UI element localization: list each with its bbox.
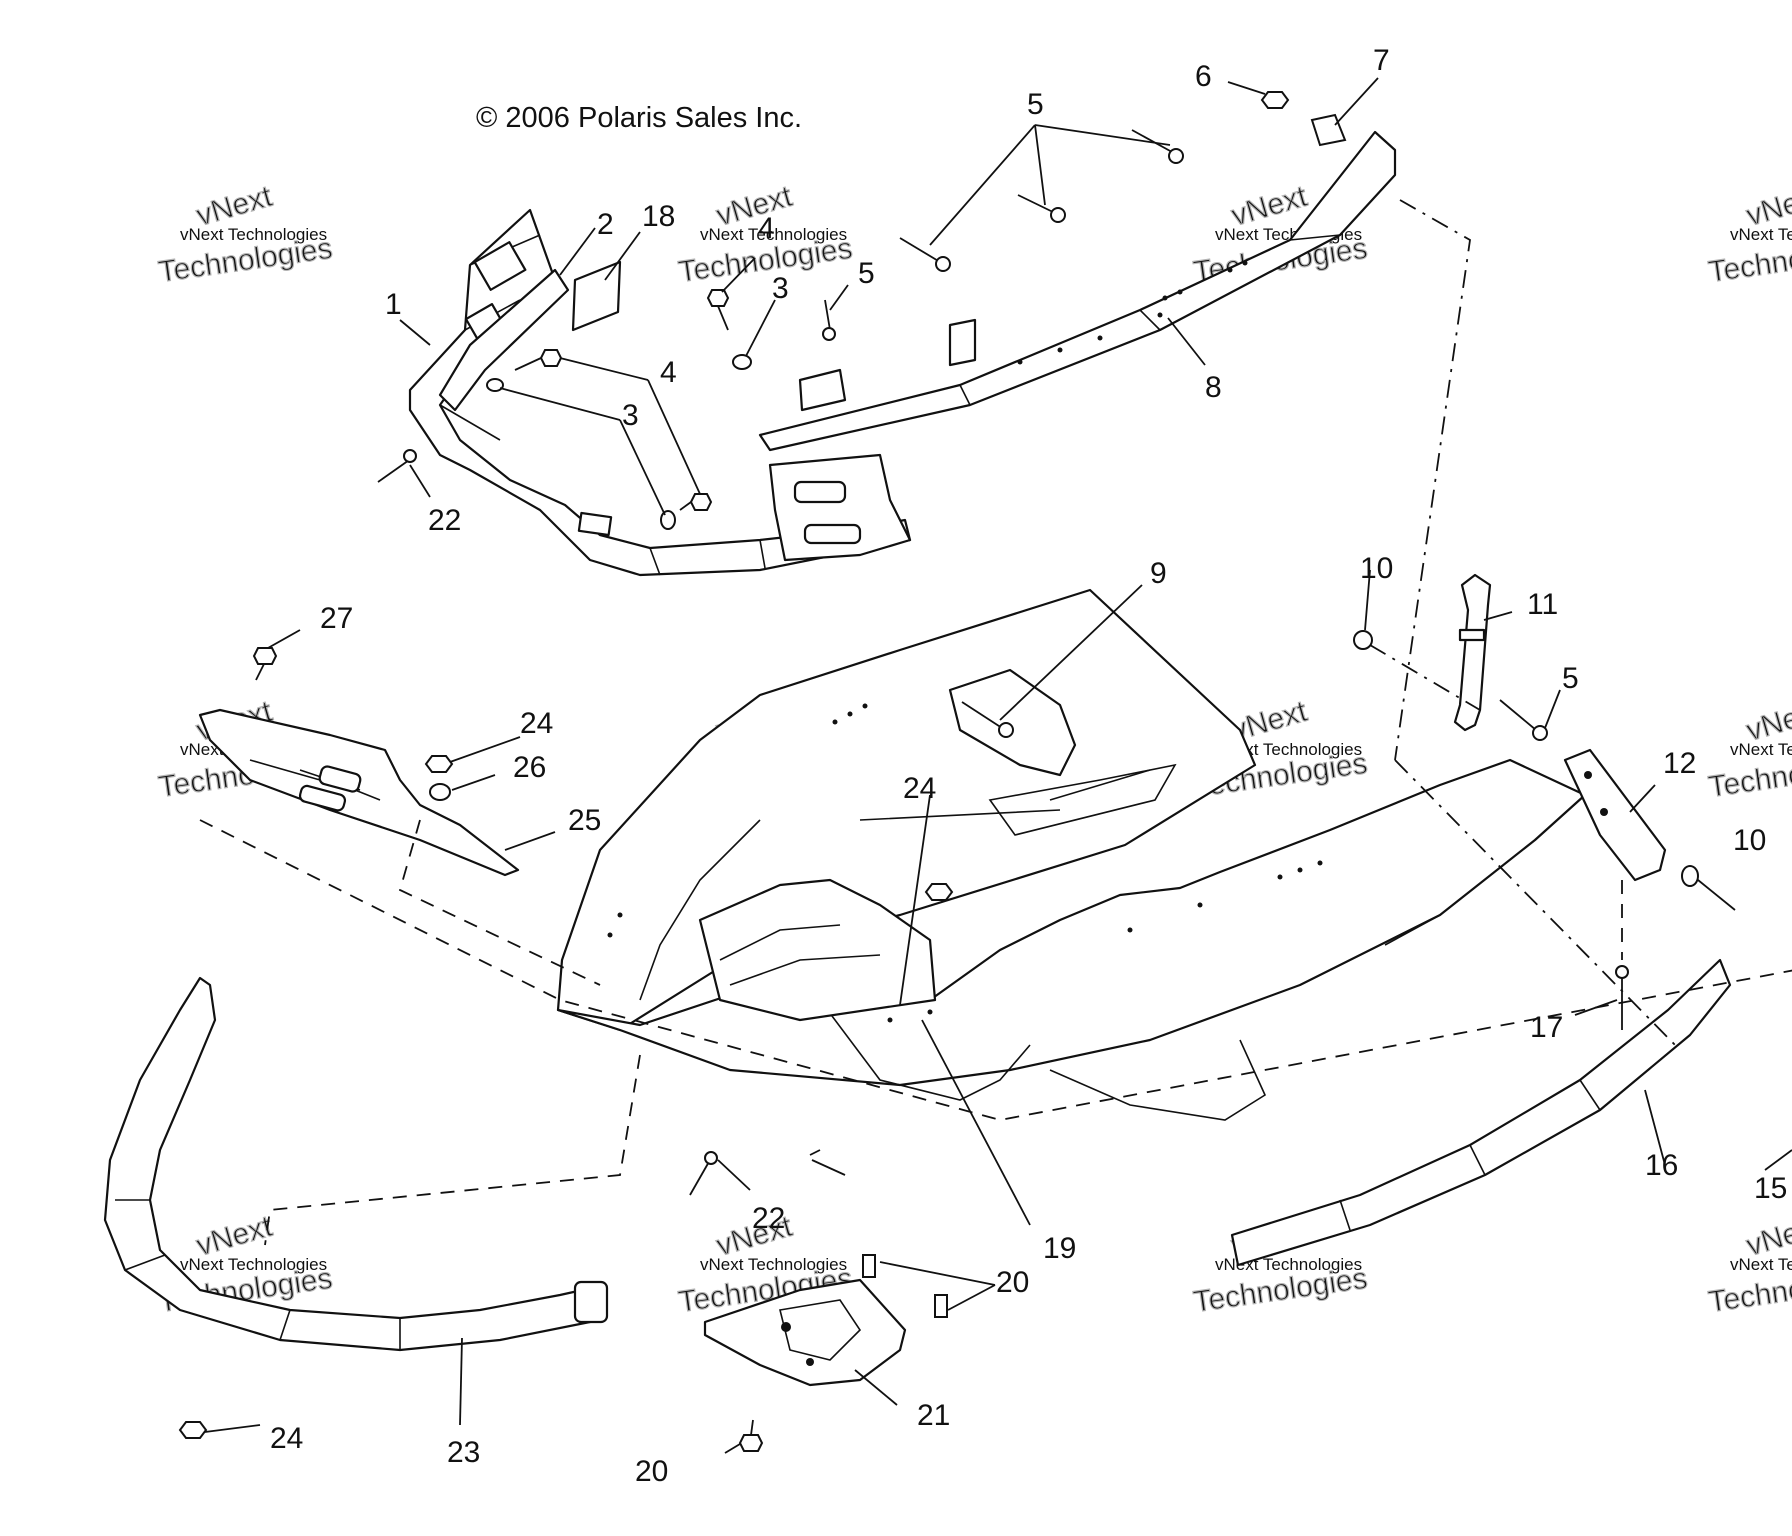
bolt-4-upper [706, 289, 730, 331]
svg-text:vNext Technologies: vNext Technologies [1730, 1255, 1792, 1274]
callout-5-top: 5 [1027, 88, 1044, 121]
part-23-lower-bumper [103, 976, 609, 1352]
callout-11: 11 [1527, 588, 1558, 621]
part-10-plug-upper [1353, 630, 1373, 650]
watermark-tile: vNext vNext Technologies Technologies [1706, 694, 1792, 804]
part-2-bumper-strip [438, 268, 570, 412]
part-20-stud-upper [862, 1254, 948, 1318]
svg-text:vNext Technologies: vNext Technologies [1730, 225, 1792, 244]
callout-2: 2 [597, 208, 614, 241]
callout-27: 27 [320, 602, 353, 635]
callout-16: 16 [1645, 1149, 1678, 1182]
part-11-strap [1453, 573, 1492, 732]
callout-3-lower: 3 [622, 399, 639, 432]
callout-23: 23 [447, 1436, 480, 1469]
callout-24-bottom: 24 [270, 1422, 303, 1455]
callout-12: 12 [1663, 747, 1696, 780]
part-8-crossbar [758, 130, 1397, 452]
part-18-decal [571, 260, 622, 332]
callout-labels: 1 2 18 4 3 5 4 3 22 5 6 7 8 9 10 11 5 12… [270, 44, 1787, 1488]
callout-3-upper: 3 [772, 272, 789, 305]
screw-9-hood [961, 701, 1014, 738]
callout-9: 9 [1150, 557, 1167, 590]
callout-21: 21 [917, 1399, 950, 1432]
pin-22-upper [377, 449, 417, 483]
screw-5-crossbar-2 [1017, 194, 1066, 223]
part-17-pin [1615, 965, 1629, 1030]
callout-24-center: 24 [903, 772, 936, 805]
callout-20-upper: 20 [996, 1266, 1029, 1299]
copyright-notice: © 2006 Polaris Sales Inc. [476, 102, 802, 134]
svg-text:vNext Technologies: vNext Technologies [700, 1255, 847, 1274]
callout-10-upper: 10 [1360, 552, 1393, 585]
leader-lines [204, 77, 1792, 1454]
callout-4-lower: 4 [660, 356, 677, 389]
assembly-lines [199, 199, 1792, 1246]
part-bracket-mount [768, 453, 912, 562]
callout-1: 1 [385, 288, 402, 321]
part-25-skid-plate [198, 708, 520, 877]
svg-text:vNext Technologies: vNext Technologies [1215, 740, 1362, 759]
part-24-nut-bottom [178, 1421, 208, 1439]
callout-15: 15 [1754, 1172, 1787, 1205]
part-27-bolt [252, 647, 278, 681]
svg-text:vNext Technologies: vNext Technologies [1730, 740, 1792, 759]
watermark-tile: vNext vNext Technologies Technologies [156, 179, 335, 289]
callout-24-left: 24 [520, 707, 553, 740]
part-22-pin-lower [689, 1151, 718, 1196]
part-24-nut-left [424, 755, 454, 773]
callout-18: 18 [642, 200, 675, 233]
part-21-skid-plate [703, 1278, 907, 1387]
watermark-tile: vNext vNext Technologies Technologies [1706, 179, 1792, 289]
part-10-plug-lower [1681, 865, 1736, 911]
svg-text:vNext Technologies: vNext Technologies [180, 225, 327, 244]
bolt-4-lower [514, 349, 713, 511]
callout-25: 25 [568, 804, 601, 837]
screw-5-crossbar-3 [899, 237, 951, 272]
part-12-bracket [1563, 748, 1667, 882]
screw-5-right [1499, 699, 1548, 741]
part-26-washer [429, 783, 451, 801]
callout-5-upper-left: 5 [858, 257, 875, 290]
screw-5-crossbar-1 [1131, 129, 1184, 164]
callout-20-lower: 20 [635, 1455, 668, 1488]
callout-10-lower: 10 [1733, 824, 1766, 857]
washer-3-upper [732, 354, 752, 370]
callout-22-upper: 22 [428, 504, 461, 537]
nut-24-hood [924, 883, 954, 901]
callout-6: 6 [1195, 60, 1212, 93]
screw-5-upper-left [822, 299, 836, 341]
callout-8: 8 [1205, 371, 1222, 404]
part-16-bumper-right [1230, 958, 1732, 1267]
part-20-bolt-lower [738, 1419, 764, 1452]
part-6-nut [1260, 91, 1290, 109]
callout-7: 7 [1373, 44, 1390, 77]
svg-text:vNext Technologies: vNext Technologies [180, 1255, 327, 1274]
callout-22-lower: 22 [752, 1202, 785, 1235]
callout-26: 26 [513, 751, 546, 784]
callout-4-upper: 4 [758, 212, 775, 245]
part-19-belly-pan [556, 703, 1587, 1121]
washer-3-lower [486, 378, 676, 530]
svg-text:vNext Technologies: vNext Technologies [700, 225, 847, 244]
callout-19: 19 [1043, 1232, 1076, 1265]
callout-17: 17 [1530, 1011, 1563, 1044]
watermark-tile: vNext vNext Technologies Technologies [1706, 1209, 1792, 1319]
callout-5-right: 5 [1562, 662, 1579, 695]
